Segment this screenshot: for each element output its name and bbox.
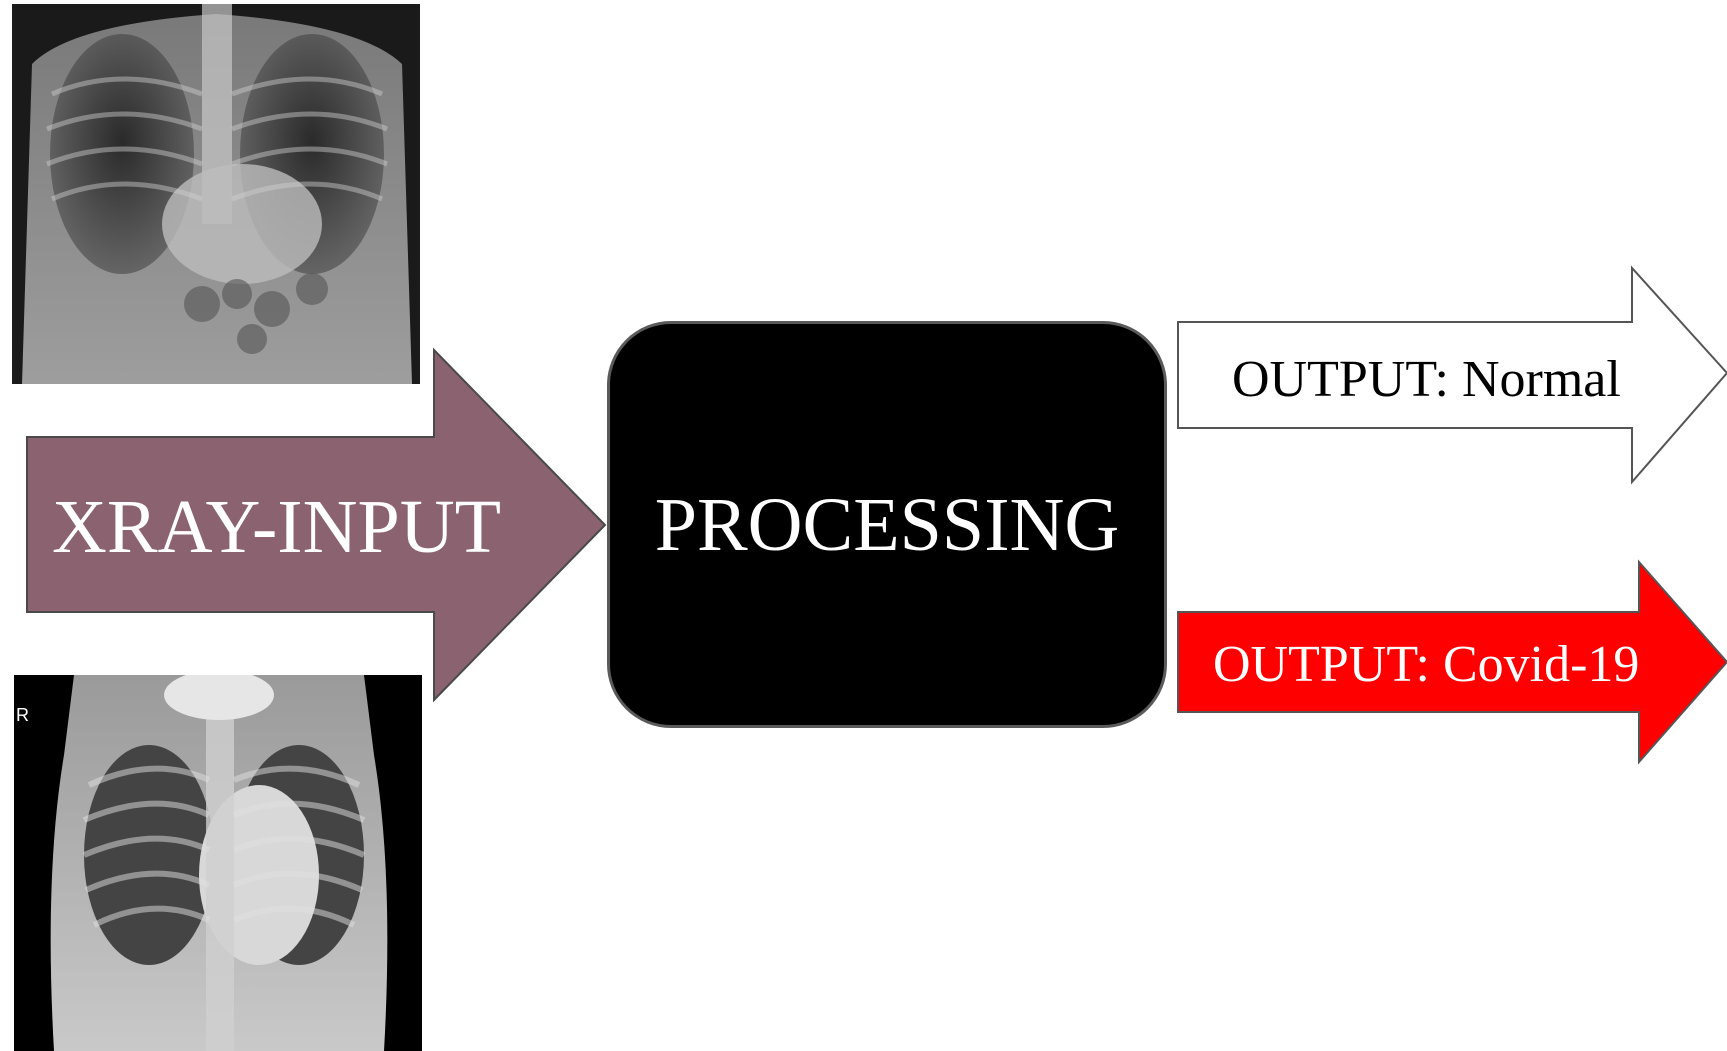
- chest-xray-image-bottom: R: [14, 675, 422, 1051]
- input-label: XRAY-INPUT: [52, 482, 502, 572]
- xray-side-marker: R: [16, 705, 29, 726]
- output-covid-label: OUTPUT: Covid-19: [1213, 630, 1683, 700]
- processing-label: PROCESSING: [607, 480, 1167, 570]
- chest-xray-image-top: [12, 4, 420, 384]
- output-normal-label: OUTPUT: Normal: [1232, 345, 1652, 415]
